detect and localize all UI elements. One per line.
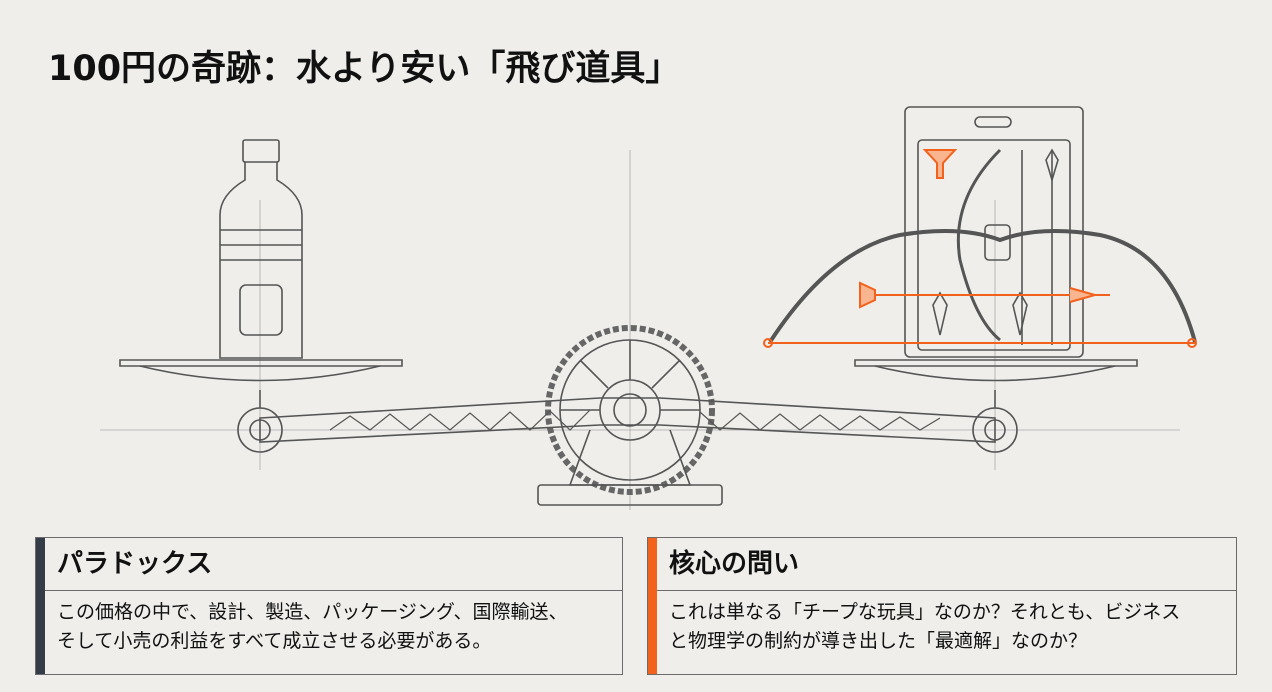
card-body-line: これは単なる「チープな玩具」なのか？それとも、ビジネス bbox=[669, 601, 1181, 623]
scale-beam bbox=[237, 397, 1018, 453]
balance-scale-illustration bbox=[100, 106, 1197, 510]
bow-icon bbox=[768, 224, 1197, 344]
card-accent-bar bbox=[648, 538, 657, 674]
card-body-line: そして小売の利益をすべて成立させる必要がある。 bbox=[57, 630, 492, 652]
card-body: これは単なる「チープな玩具」なのか？それとも、ビジネス と物理学の制約が導き出し… bbox=[669, 598, 1226, 656]
card-body: この価格の中で、設計、製造、パッケージング、国際輸送、 そして小売の利益をすべて… bbox=[57, 598, 612, 656]
card-heading: 核心の問い bbox=[657, 538, 1236, 591]
card-body-line: この価格の中で、設計、製造、パッケージング、国際輸送、 bbox=[57, 601, 568, 623]
card-accent-bar bbox=[36, 538, 45, 674]
right-pan bbox=[854, 359, 1138, 408]
card-heading: パラドックス bbox=[45, 538, 622, 591]
gear-icon bbox=[545, 325, 715, 495]
scale-base bbox=[537, 429, 723, 506]
paradox-card: パラドックス この価格の中で、設計、製造、パッケージング、国際輸送、 そして小売… bbox=[35, 537, 623, 675]
core-question-card: 核心の問い これは単なる「チープな玩具」なのか？それとも、ビジネス と物理学の制… bbox=[647, 537, 1237, 675]
orange-highlights bbox=[763, 149, 1197, 348]
left-pan bbox=[119, 359, 403, 408]
card-body-line: と物理学の制約が導き出した「最適解」なのか？ bbox=[669, 630, 1088, 652]
slide-title: 100円の奇跡：水より安い「飛び道具」 bbox=[48, 49, 681, 89]
water-bottle-icon bbox=[219, 139, 303, 359]
